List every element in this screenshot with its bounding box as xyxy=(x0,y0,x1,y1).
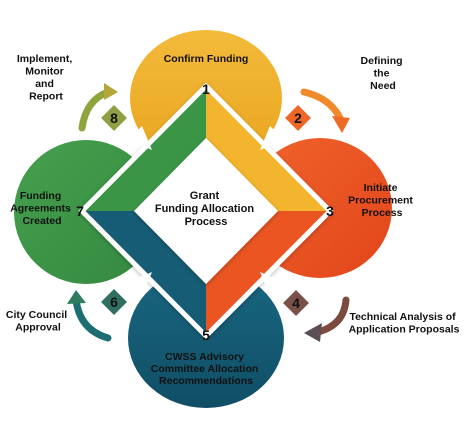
flow-arrows xyxy=(67,83,350,342)
step-label-4: Technical Analysis of Application Propos… xyxy=(349,311,460,336)
center-title: Grant Funding Allocation Process xyxy=(155,190,257,228)
step-number-3: 3 xyxy=(326,203,334,219)
step-number-5: 5 xyxy=(202,327,210,343)
step-number-1: 1 xyxy=(202,81,210,97)
notch-top-left xyxy=(128,126,152,150)
step-label-6-line-2: Approval xyxy=(15,322,61,334)
center-title-line-3: Process xyxy=(185,216,228,228)
step-label-7-line-1: Funding xyxy=(20,190,61,202)
step-label-3-line-2: Procurement xyxy=(348,195,413,207)
step-marker-2 xyxy=(282,102,314,134)
step-label-2: Defining the Need xyxy=(361,55,406,92)
step-label-3-line-3: Process xyxy=(362,207,403,219)
step-label-8-line-1: Implement, xyxy=(17,53,73,65)
arrow-5-to-6 xyxy=(72,296,112,342)
step-label-2-line-2: the xyxy=(374,68,390,80)
inner-diamond xyxy=(134,138,278,284)
step-labels: Confirm Funding Defining the Need Initia… xyxy=(6,53,460,387)
arrow-1-to-2-head xyxy=(332,116,350,133)
step-number-8: 8 xyxy=(110,110,118,126)
step-label-1-line-1: Confirm Funding xyxy=(164,53,249,65)
step-number-6: 6 xyxy=(110,294,118,310)
step-label-8: Implement, Monitor and Report xyxy=(17,53,75,103)
step-label-2-line-3: Need xyxy=(370,80,396,92)
arrow-1-to-2 xyxy=(300,88,344,122)
step-markers xyxy=(98,102,314,319)
step-label-8-line-3: and xyxy=(35,78,54,90)
notch-bottom-left xyxy=(128,272,152,296)
step-label-3-line-1: Initiate xyxy=(364,182,398,194)
step-label-5-line-2: Committee Allocation xyxy=(151,363,259,375)
step-label-8-line-2: Monitor xyxy=(25,66,64,78)
step-marker-8 xyxy=(98,102,130,134)
step-label-5: CWSS Advisory Committee Allocation Recom… xyxy=(151,351,261,387)
step-label-5-line-3: Recommendations xyxy=(159,375,253,387)
arrow-3-to-4 xyxy=(314,296,350,336)
step-label-5-line-1: CWSS Advisory xyxy=(165,351,244,363)
step-label-4-line-1: Technical Analysis of xyxy=(349,311,456,323)
step-label-7: Funding Agreements Created xyxy=(10,190,74,227)
step-number-4: 4 xyxy=(292,295,300,311)
step-label-2-line-1: Defining xyxy=(361,55,403,67)
arrow-7-to-8-head xyxy=(104,83,118,100)
step-label-1: Confirm Funding xyxy=(164,53,249,65)
step-marker-4 xyxy=(280,287,312,319)
step-label-6-line-1: City Council xyxy=(6,309,67,321)
step-number-7: 7 xyxy=(76,203,84,219)
step-marker-6 xyxy=(98,286,130,318)
arrow-5-to-6-head xyxy=(67,290,86,304)
step-label-7-line-3: Created xyxy=(22,215,61,227)
step-label-8-line-4: Report xyxy=(29,91,63,103)
step-numbers: 1 2 3 4 5 6 7 8 xyxy=(76,81,334,343)
center-title-line-1: Grant xyxy=(190,190,220,202)
notch-top-right xyxy=(260,126,284,150)
center-title-line-2: Funding Allocation xyxy=(155,203,254,215)
diamond-border xyxy=(78,82,334,340)
step-label-3: Initiate Procurement Process xyxy=(348,182,416,219)
step-label-6: City Council Approval xyxy=(6,309,70,334)
step-label-7-line-2: Agreements xyxy=(10,203,71,215)
notch-bottom-right xyxy=(260,272,284,296)
step-number-2: 2 xyxy=(294,110,302,126)
corner-notches xyxy=(128,126,284,296)
step-label-4-line-2: Application Proposals xyxy=(349,324,460,336)
arrow-3-to-4-head xyxy=(304,323,322,342)
